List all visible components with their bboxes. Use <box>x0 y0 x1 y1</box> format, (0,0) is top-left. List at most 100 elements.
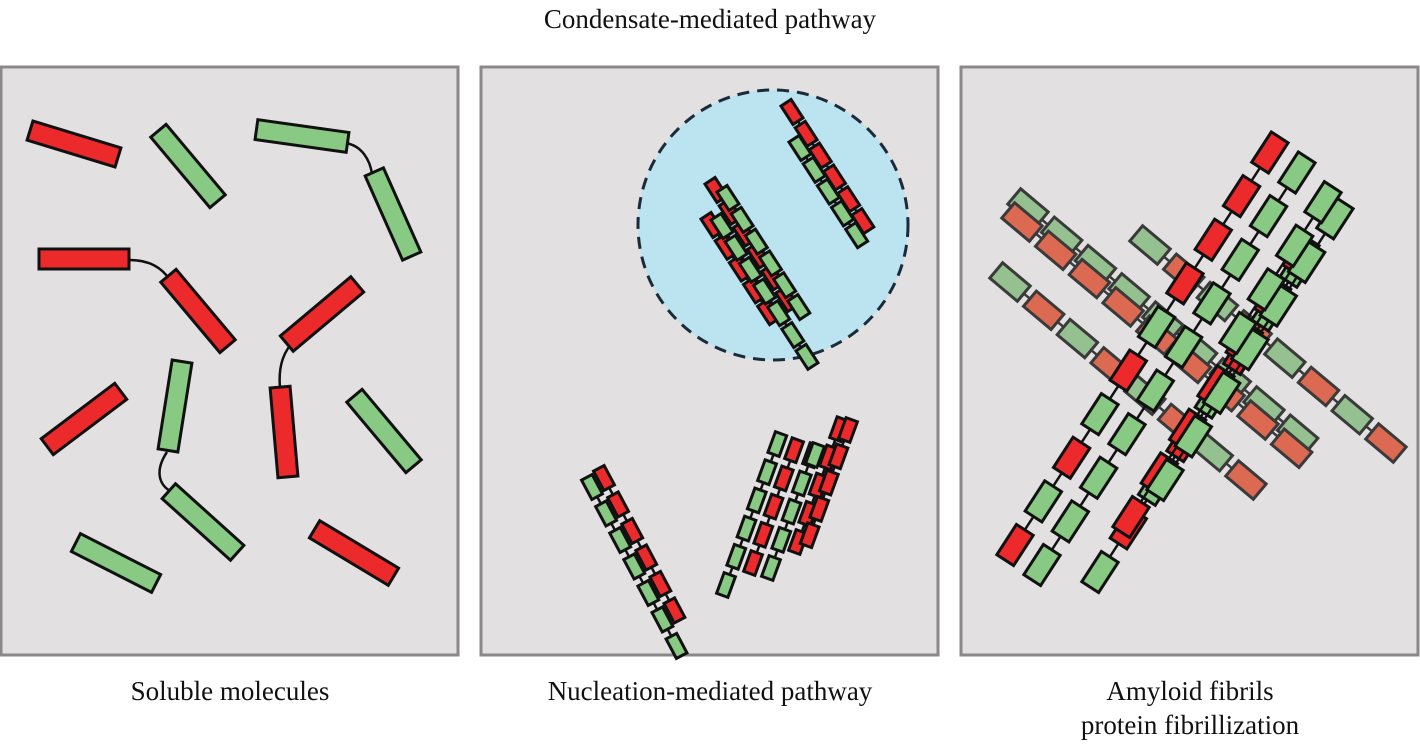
red-segment <box>1108 347 1149 394</box>
green-segment <box>607 525 633 555</box>
green-segment <box>714 570 738 600</box>
green-segment <box>344 387 424 475</box>
green-segment <box>1262 336 1308 380</box>
green-segment <box>1274 223 1315 269</box>
green-segment <box>786 133 814 163</box>
red-segment <box>1296 365 1341 408</box>
red-segment <box>605 489 631 520</box>
green-segment <box>1136 304 1177 350</box>
linker <box>345 141 374 175</box>
red-segment <box>619 516 645 546</box>
green-segment <box>724 542 748 572</box>
green-segment <box>829 198 856 228</box>
green-segment <box>253 118 351 154</box>
panel-soluble-molecules <box>0 65 460 657</box>
green-segment <box>751 276 778 306</box>
green-segment <box>664 631 689 661</box>
green-segment <box>801 155 828 185</box>
red-segment <box>1249 129 1291 176</box>
green-segment <box>815 177 842 207</box>
green-segment <box>593 498 619 529</box>
red-segment <box>999 200 1045 244</box>
green-segment <box>765 429 789 459</box>
green-segment <box>1219 237 1261 283</box>
red-segment <box>158 267 238 355</box>
green-segment <box>156 358 194 454</box>
green-segment <box>1302 179 1344 225</box>
red-segment <box>1110 494 1152 540</box>
green-segment <box>1127 223 1173 267</box>
green-segment <box>1078 455 1119 501</box>
caption-amyloid-fibrils: Amyloid fibrils protein fibrillization <box>960 674 1420 742</box>
red-segment <box>25 119 123 169</box>
green-segment <box>723 233 750 263</box>
green-segment <box>735 514 758 543</box>
green-segment <box>843 220 870 250</box>
green-segment <box>714 183 742 213</box>
caption-nucleation-pathway: Nucleation-mediated pathway <box>480 674 940 708</box>
green-segment <box>769 525 793 555</box>
red-segment <box>1269 426 1314 470</box>
red-segment <box>798 520 822 550</box>
red-segment <box>661 595 687 626</box>
green-segment <box>793 342 821 372</box>
linker <box>1236 201 1325 334</box>
green-segment <box>1050 498 1091 545</box>
red-segment <box>1033 228 1079 272</box>
green-segment <box>1144 457 1186 503</box>
green-segment <box>803 440 827 470</box>
caption-line: Soluble molecules <box>130 676 330 706</box>
red-segment <box>762 492 785 521</box>
red-segment <box>633 542 659 573</box>
caption-line: protein fibrillization <box>1080 710 1300 740</box>
red-segment <box>647 569 673 599</box>
panel-nucleation-pathway <box>479 65 940 661</box>
green-segment <box>708 211 736 241</box>
green-segment <box>771 270 798 300</box>
red-segment <box>268 384 300 480</box>
red-segment <box>1067 257 1112 300</box>
green-segment <box>987 260 1033 304</box>
red-segment <box>807 494 831 524</box>
green-segment <box>1191 280 1233 326</box>
green-segment <box>1079 391 1121 437</box>
green-segment <box>765 298 792 328</box>
condensate-droplet <box>636 88 910 362</box>
green-segment <box>1055 317 1100 360</box>
green-segment <box>1329 393 1375 437</box>
red-segment <box>751 520 775 550</box>
red-segment <box>741 548 765 578</box>
green-segment <box>743 227 770 257</box>
red-segment <box>1221 173 1262 219</box>
panel-amyloid-fibrils <box>959 65 1420 657</box>
top-title: Condensate-mediated pathway <box>543 4 877 34</box>
red-segment <box>782 435 806 465</box>
linker <box>1040 171 1298 566</box>
green-segment <box>737 255 764 285</box>
red-segment <box>772 464 796 493</box>
green-segment <box>729 205 756 235</box>
green-segment <box>148 122 228 210</box>
caption-line: Amyloid fibrils <box>1106 676 1274 706</box>
caption-line: Nucleation-mediated pathway <box>547 676 873 706</box>
green-segment <box>69 531 163 595</box>
green-segment <box>780 497 803 526</box>
red-segment <box>1192 217 1234 263</box>
red-segment <box>37 247 131 271</box>
red-segment <box>994 522 1036 568</box>
green-segment <box>1079 549 1121 595</box>
red-segment <box>1021 288 1067 332</box>
green-segment <box>1173 413 1214 460</box>
green-segment <box>579 472 605 502</box>
green-segment <box>1217 310 1259 356</box>
green-segment <box>649 604 675 635</box>
red-segment <box>827 442 850 471</box>
green-segment <box>1248 193 1289 239</box>
red-segment <box>39 381 129 457</box>
green-segment <box>1201 370 1242 416</box>
red-segment <box>1100 285 1146 329</box>
caption-soluble-molecules: Soluble molecules <box>0 674 460 708</box>
green-segment <box>785 292 812 322</box>
green-segment <box>621 551 647 582</box>
